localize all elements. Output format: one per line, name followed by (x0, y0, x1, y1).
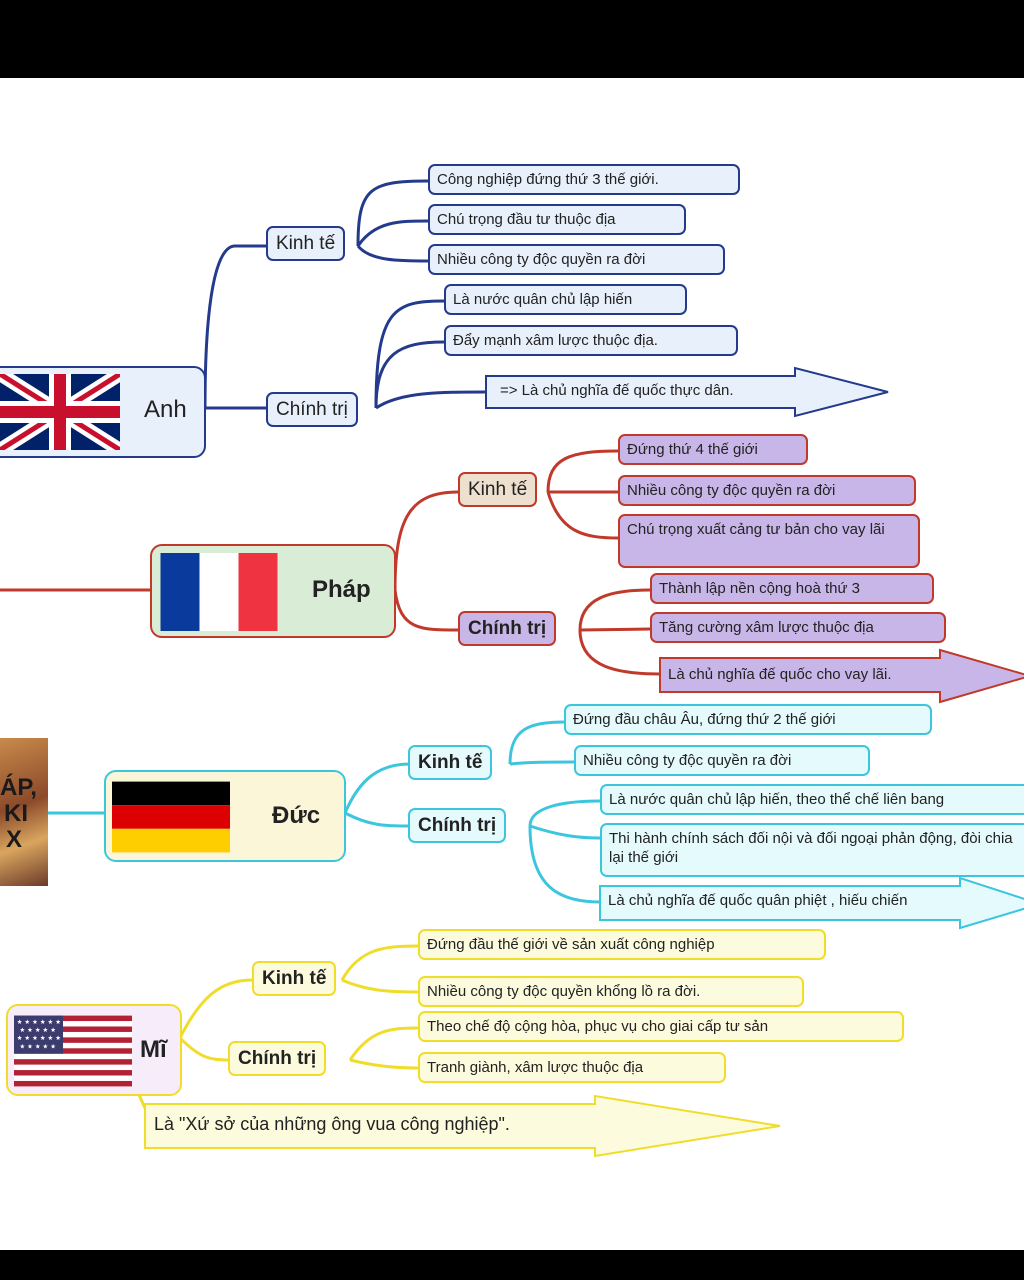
phap-conclusion-text: Là chủ nghĩa đế quốc cho vay lãi. (668, 666, 892, 683)
de-conclusion-arrow (599, 876, 1024, 930)
book-cover-fragment: ÁP, KI X (0, 738, 48, 886)
country-label-duc: Đức (272, 802, 321, 829)
anh-kinh-te-item: Chú trọng đầu tư thuộc địa (428, 204, 686, 235)
mi-conclusion-text: Là "Xứ sở của những ông vua công nghiệp"… (154, 1114, 510, 1134)
country-node-phap[interactable]: Pháp (150, 544, 396, 638)
anh-conclusion-text: => Là chủ nghĩa đế quốc thực dân. (500, 382, 734, 399)
country-node-duc[interactable]: Đức (104, 770, 346, 862)
phap-kinh-te-node[interactable]: Kinh tế (458, 472, 538, 507)
mi-chinh-tri-item: Tranh giành, xâm lược thuộc địa (418, 1052, 726, 1083)
anh-chinh-tri-node[interactable]: Chính trị (266, 392, 358, 427)
phap-kinh-te-item: Chú trọng xuất cảng tư bản cho vay lãi (618, 514, 920, 568)
mi-chinh-tri-node[interactable]: Chính trị (228, 1041, 327, 1076)
mi-kinh-te-item: Đứng đầu thế giới về sản xuất công nghiệ… (418, 929, 826, 960)
svg-text:★ ★ ★ ★ ★ ★: ★ ★ ★ ★ ★ ★ (17, 1035, 62, 1042)
mi-kinh-te-node[interactable]: Kinh tế (252, 961, 337, 996)
phap-chinh-tri-node[interactable]: Chính trị (458, 611, 557, 646)
duc-kinh-te-item: Đứng đầu châu Âu, đứng thứ 2 thế giới (564, 704, 932, 735)
france-flag-icon (160, 553, 278, 631)
anh-kinh-te-item: Công nghiệp đứng thứ 3 thế giới. (428, 164, 740, 195)
country-label-anh: Anh (144, 396, 187, 423)
country-node-anh[interactable]: Anh (0, 366, 206, 458)
anh-kinh-te-item: Nhiều công ty độc quyền ra đời (428, 244, 725, 275)
anh-chinh-tri-item: Là nước quân chủ lập hiến (444, 284, 687, 315)
mi-kinh-te-item: Nhiều công ty độc quyền khổng lồ ra đời. (418, 976, 804, 1007)
book-cover-line: KI (4, 800, 28, 827)
svg-text:★ ★ ★ ★ ★ ★: ★ ★ ★ ★ ★ ★ (17, 1019, 62, 1026)
anh-kinh-te-node[interactable]: Kinh tế (266, 226, 346, 261)
country-label-mi: Mĩ (140, 1036, 167, 1063)
country-node-mi[interactable]: ★ ★ ★ ★ ★ ★ ★ ★ ★ ★ ★ ★ ★ ★ ★ ★ ★ ★ ★ ★ … (6, 1004, 182, 1096)
svg-text:★ ★ ★ ★ ★: ★ ★ ★ ★ ★ (19, 1027, 56, 1034)
phap-kinh-te-item: Nhiều công ty độc quyền ra đời (618, 475, 916, 506)
uk-conclusion-arrow (485, 366, 889, 418)
duc-chinh-tri-item: Thi hành chính sách đối nội và đối ngoại… (600, 823, 1024, 877)
mind-map: Anh Kinh tế Chính trị Công nghiệp đứng t… (0, 78, 1024, 1250)
phap-chinh-tri-item: Tăng cường xâm lược thuộc địa (650, 612, 946, 643)
duc-kinh-te-node[interactable]: Kinh tế (408, 745, 493, 780)
mi-chinh-tri-item: Theo chế độ cộng hòa, phục vụ cho giai c… (418, 1011, 904, 1042)
germany-flag-icon (112, 781, 230, 853)
usa-flag-icon: ★ ★ ★ ★ ★ ★ ★ ★ ★ ★ ★ ★ ★ ★ ★ ★ ★ ★ ★ ★ … (14, 1015, 132, 1087)
connector-lines (0, 179, 1024, 1158)
svg-text:★ ★ ★ ★ ★: ★ ★ ★ ★ ★ (19, 1043, 56, 1050)
phap-kinh-te-item: Đứng thứ 4 thế giới (618, 434, 808, 465)
anh-chinh-tri-item: Đẩy mạnh xâm lược thuộc địa. (444, 325, 738, 356)
book-cover-line: X (6, 826, 23, 853)
duc-chinh-tri-item: Là nước quân chủ lập hiến, theo thể chế … (600, 784, 1024, 815)
phap-chinh-tri-item: Thành lập nền cộng hoà thứ 3 (650, 573, 934, 604)
duc-kinh-te-item: Nhiều công ty độc quyền ra đời (574, 745, 870, 776)
duc-conclusion-text: Là chủ nghĩa đế quốc quân phiệt , hiếu c… (608, 892, 908, 909)
uk-flag-icon (0, 374, 120, 450)
fr-conclusion-arrow (659, 648, 1024, 704)
country-label-phap: Pháp (312, 576, 371, 603)
us-conclusion-arrow (144, 1094, 781, 1158)
book-cover-line: ÁP, (0, 774, 37, 801)
duc-chinh-tri-node[interactable]: Chính trị (408, 808, 507, 843)
